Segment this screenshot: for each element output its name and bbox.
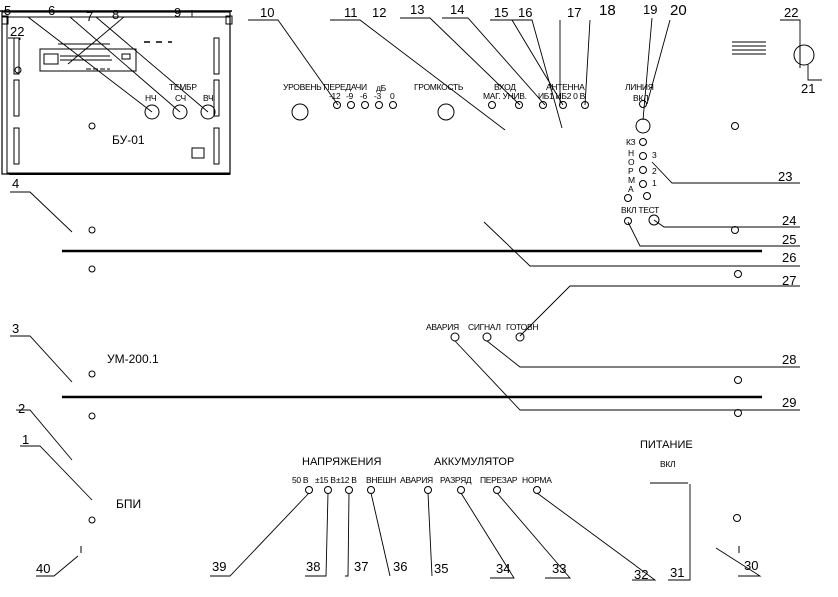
callout-28: 28 (782, 352, 796, 367)
step-1: 1 (652, 178, 657, 188)
v-label-15: ±15 В (315, 475, 336, 485)
step-2: 2 (652, 166, 657, 176)
db-mark-12: -12 (329, 91, 341, 101)
callout-14: 14 (450, 2, 464, 17)
callout-24: 24 (782, 213, 796, 228)
knob-label-vch: ВЧ (203, 93, 213, 103)
callout-1: 1 (22, 432, 29, 447)
callout-29: 29 (782, 395, 796, 410)
callout-38: 38 (306, 559, 320, 574)
callout-5: 5 (4, 3, 11, 18)
voltages-heading: НАПРЯЖЕНИЯ (302, 456, 381, 468)
norma-r: Р (628, 166, 634, 176)
callout-17: 17 (567, 5, 581, 20)
bpi-name: БПИ (116, 497, 141, 511)
volume-label: ГРОМКОСТЬ (414, 82, 464, 92)
callout-6: 6 (48, 3, 55, 18)
db-mark-6: -6 (360, 91, 368, 101)
callout-23: 23 (778, 169, 792, 184)
callout-36: 36 (393, 559, 407, 574)
right-vent (732, 41, 815, 68)
leader-lines (2, 10, 822, 581)
callout-33: 33 (552, 561, 566, 576)
um200-controls (88, 332, 742, 420)
callout-numbers: 5 6 7 8 9 22 10 11 12 13 14 15 16 17 18 … (4, 2, 815, 582)
callout-22b: 22 (784, 5, 798, 20)
tembr-label: ТЕМБР (169, 82, 197, 92)
um200-labels: УМ-200.1 АВАРИЯ СИГНАЛ ГОТОВН (107, 322, 539, 366)
bpi-controls (80, 482, 741, 553)
antenna-sub-label: ИБ1 ИБ2 0 В (538, 91, 586, 101)
callout-39: 39 (212, 559, 226, 574)
callout-15: 15 (494, 5, 508, 20)
line-label: ЛИНИЯ (625, 82, 654, 92)
line-sub-label: ВКЛ (633, 93, 648, 103)
db-mark-9: -9 (346, 91, 354, 101)
callout-7: 7 (86, 9, 93, 24)
callout-9: 9 (174, 5, 181, 20)
top-panel-labels: УРОВЕНЬ ПЕРЕДАЧИ дБ -12 -9 -6 -3 0 ГРОМК… (283, 82, 659, 215)
step-3: 3 (652, 150, 657, 160)
callout-13: 13 (410, 2, 424, 17)
power-on-label: ВКЛ (660, 459, 675, 469)
callout-31: 31 (670, 565, 684, 580)
db-mark-0: 0 (390, 91, 395, 101)
vhod-label: ВХОД (494, 82, 516, 92)
v-label-50: 50 В (292, 475, 309, 485)
level-label: УРОВЕНЬ ПЕРЕДАЧИ (283, 82, 367, 92)
callout-8: 8 (112, 7, 119, 22)
callout-30: 30 (744, 558, 758, 573)
bu01-name: БУ-01 (112, 133, 145, 147)
vkl-test-label: ВКЛ ТЕСТ (621, 205, 659, 215)
vhod-sub-label: МАГ. УНИВ. (483, 91, 527, 101)
db-label: дБ (376, 83, 387, 93)
v-label-12: ±12 В (336, 475, 357, 485)
antenna-label: АНТЕННА (546, 82, 585, 92)
callout-18: 18 (599, 2, 616, 19)
callout-26: 26 (782, 250, 796, 265)
callout-25: 25 (782, 232, 796, 247)
callout-34: 34 (496, 561, 510, 576)
callout-27: 27 (782, 273, 796, 288)
knob-label-nch: НЧ (145, 93, 156, 103)
signal-label: СИГНАЛ (468, 322, 501, 332)
avaria-label: АВАРИЯ (426, 322, 459, 332)
callout-11: 11 (344, 5, 358, 20)
callout-20: 20 (670, 2, 687, 19)
norma-a: А (628, 184, 634, 194)
knob-label-sch: СЧ (175, 93, 186, 103)
callout-2: 2 (18, 401, 25, 416)
bu01-unit (0, 10, 233, 175)
um200-name: УМ-200.1 (107, 352, 159, 366)
db-mark-3: -3 (374, 91, 382, 101)
callout-40: 40 (36, 561, 50, 576)
callout-16: 16 (518, 5, 532, 20)
gotov-label: ГОТОВН (506, 322, 538, 332)
callout-10: 10 (260, 5, 274, 20)
callout-22a: 22 (10, 24, 24, 39)
bu01-labels: БУ-01 ТЕМБР НЧ СЧ ВЧ (112, 82, 214, 147)
battery-heading: АККУМУЛЯТОР (434, 456, 514, 468)
norma-o: О (628, 157, 635, 167)
power-heading: ПИТАНИЕ (640, 439, 693, 451)
norma-m: М (628, 175, 635, 185)
bpi-labels: БПИ НАПРЯЖЕНИЯ АККУМУЛЯТОР ПИТАНИЕ ВКЛ 5… (116, 439, 693, 511)
kz-label: КЗ (626, 137, 636, 147)
callout-21: 21 (801, 81, 815, 96)
b-label-avaria: АВАРИЯ (400, 475, 433, 485)
callout-35: 35 (434, 561, 448, 576)
norma-n: Н (628, 148, 634, 158)
v-label-ext: ВНЕШН (366, 475, 396, 485)
b-label-perezar: ПЕРЕЗАР (480, 475, 518, 485)
callout-37: 37 (354, 559, 368, 574)
b-label-norma: НОРМА (522, 475, 552, 485)
callout-12: 12 (372, 5, 386, 20)
callout-3: 3 (12, 321, 19, 336)
callout-19: 19 (643, 2, 657, 17)
b-label-razryad: РАЗРЯД (440, 475, 472, 485)
callout-32: 32 (634, 567, 648, 582)
callout-4: 4 (12, 176, 19, 191)
